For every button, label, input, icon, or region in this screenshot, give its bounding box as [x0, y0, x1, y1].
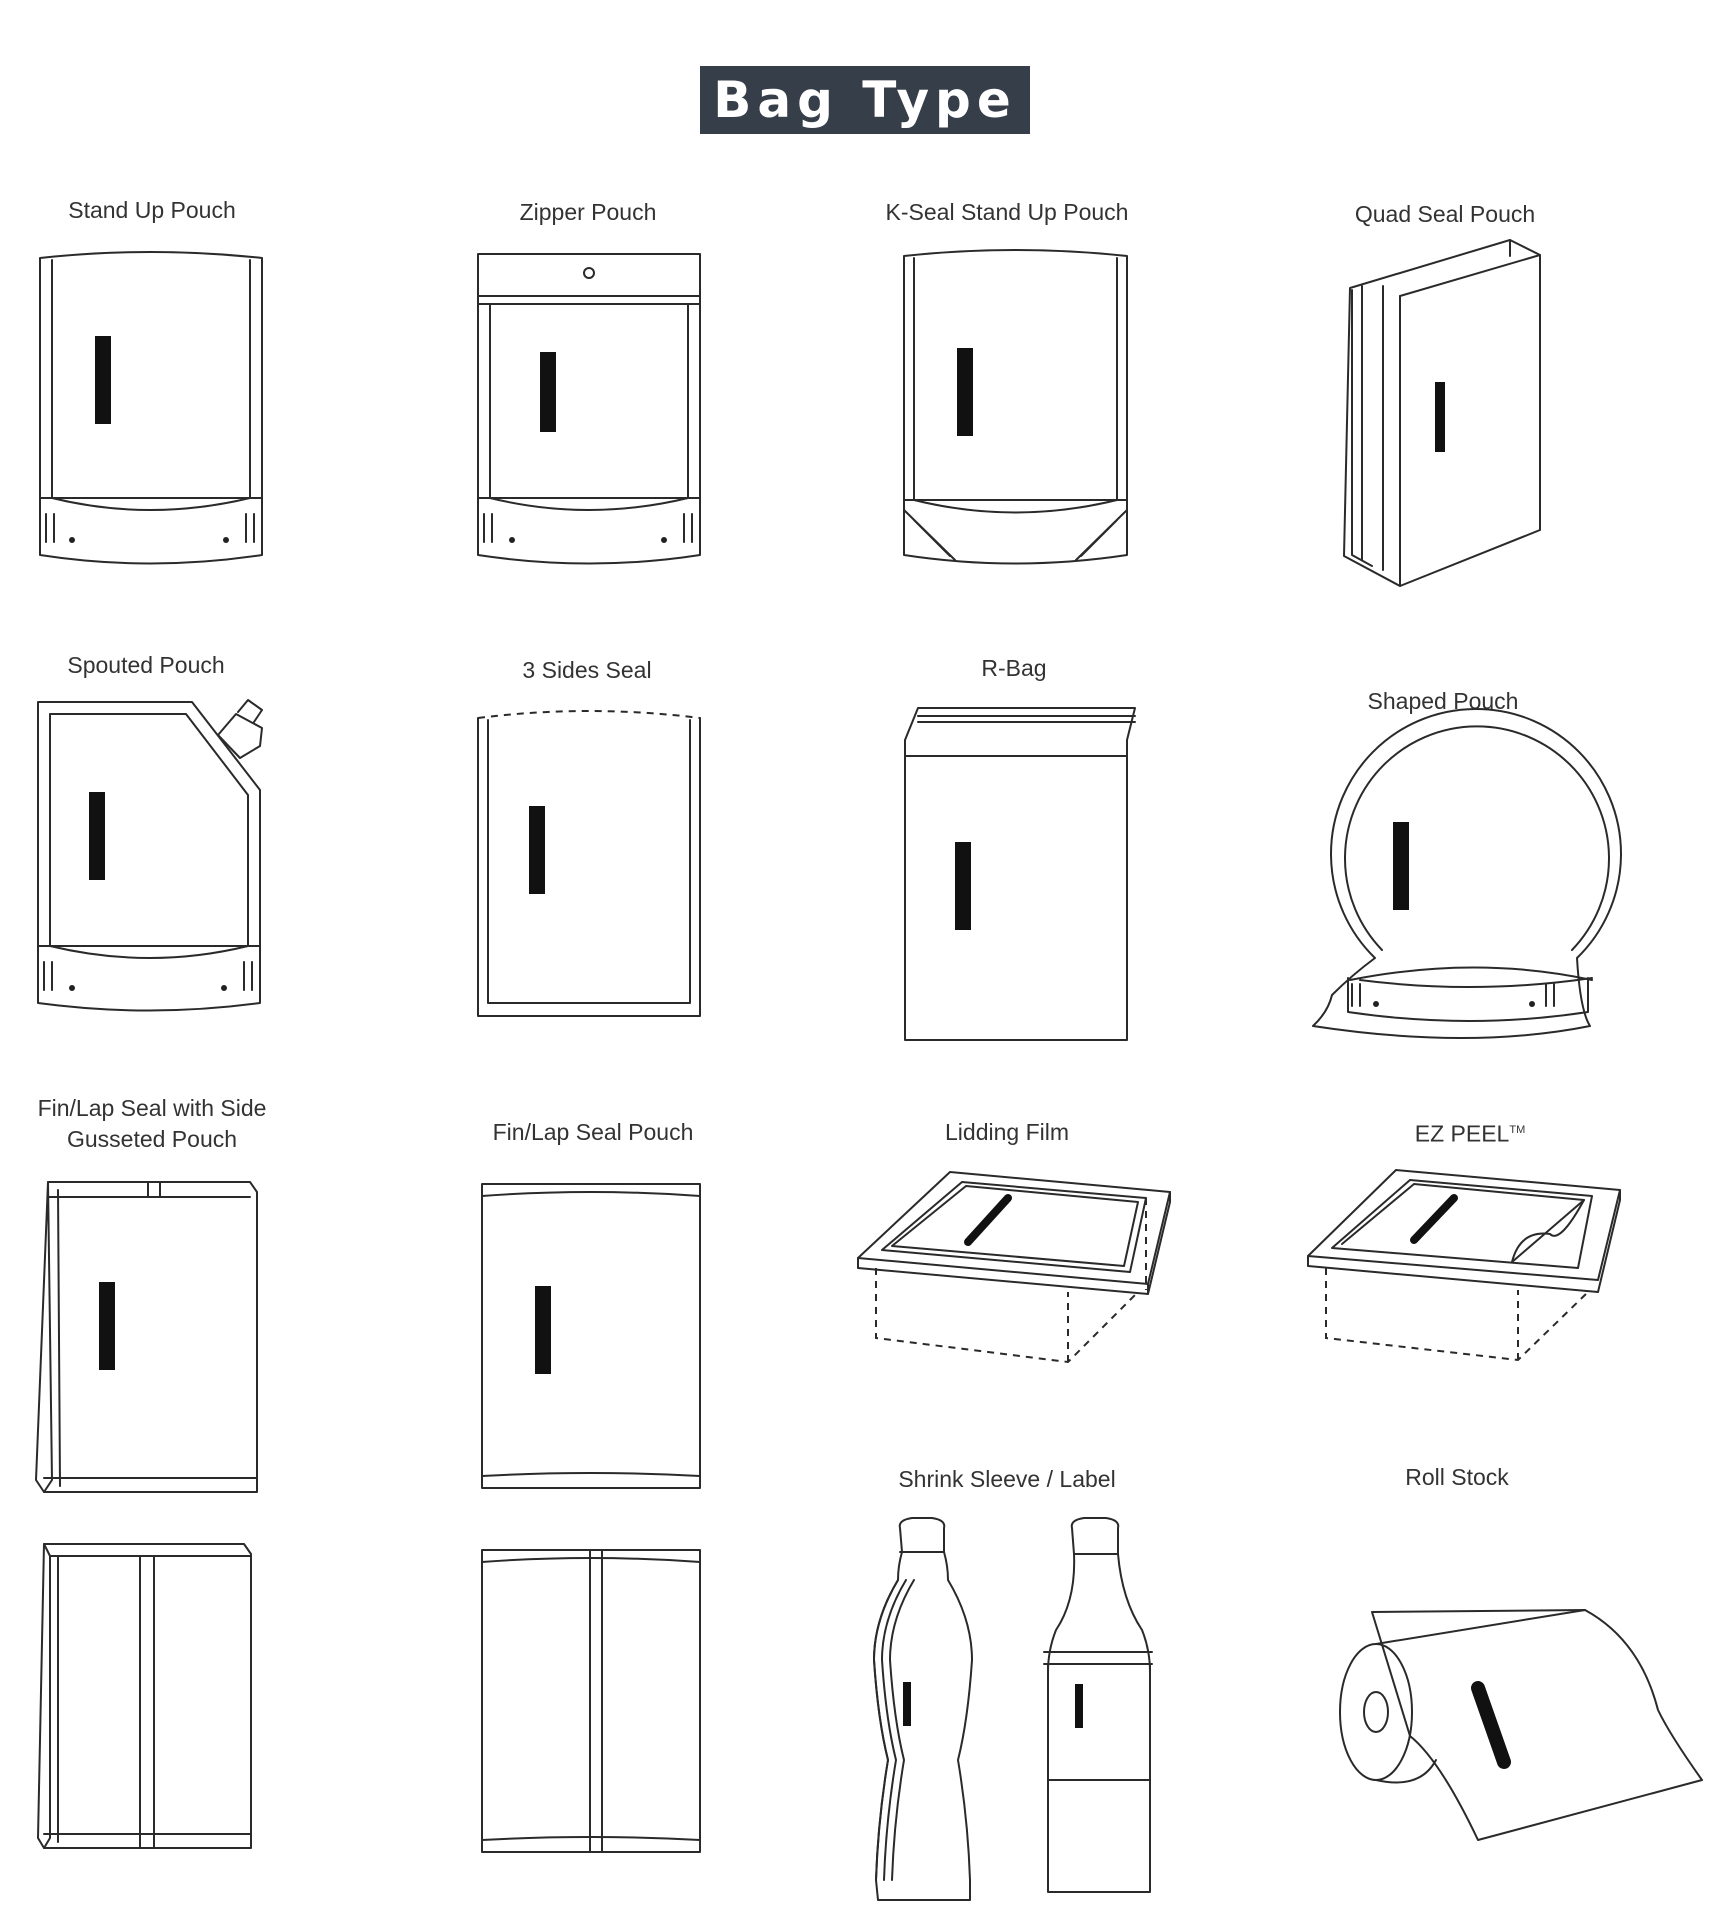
label-lidding-film: Lidding Film [945, 1119, 1069, 1145]
stand-up-pouch-icon [39, 251, 263, 565]
label-zipper-pouch: Zipper Pouch [519, 199, 657, 225]
r-bag-icon [904, 707, 1136, 1041]
label-shrink-sleeve: Shrink Sleeve / Label [898, 1466, 1116, 1492]
zipper-pouch-icon [477, 253, 701, 565]
label-quad-seal-pouch: Quad Seal Pouch [1354, 201, 1536, 227]
label-roll-stock: Roll Stock [1405, 1464, 1509, 1490]
label-stand-up-pouch: Stand Up Pouch [68, 197, 236, 223]
label-r-bag: R-Bag [981, 655, 1047, 681]
shaped-pouch-icon [1312, 708, 1622, 1039]
quad-seal-pouch-icon [1343, 239, 1541, 587]
side-gusseted-pouch-back-icon [37, 1543, 252, 1849]
roll-stock-icon [1339, 1609, 1703, 1841]
bottles-icon [873, 1517, 1153, 1901]
spouted-pouch-icon [37, 699, 263, 1012]
label-ez-peel: EZ PEELTM [1414, 1120, 1526, 1147]
label-spouted-pouch: Spouted Pouch [67, 652, 225, 678]
label-k-seal-stand-up-pouch: K-Seal Stand Up Pouch [885, 199, 1129, 225]
ez-peel-icon [1307, 1169, 1621, 1362]
lidding-film-icon [857, 1171, 1171, 1364]
fin-lap-seal-pouch-back-icon [481, 1549, 701, 1853]
label-3-sides-seal: 3 Sides Seal [522, 657, 652, 683]
fin-lap-seal-pouch-icon [481, 1183, 701, 1489]
side-gusseted-pouch-icon [35, 1181, 258, 1493]
label-fin-lap-seal-pouch: Fin/Lap Seal Pouch [492, 1119, 694, 1145]
k-seal-pouch-icon [903, 249, 1128, 565]
three-side-seal-icon [477, 710, 701, 1017]
label-side-gusseted-pouch: Fin/Lap Seal with Side Gusseted Pouch [37, 1095, 267, 1152]
page-title: Bag Type [700, 66, 1030, 134]
